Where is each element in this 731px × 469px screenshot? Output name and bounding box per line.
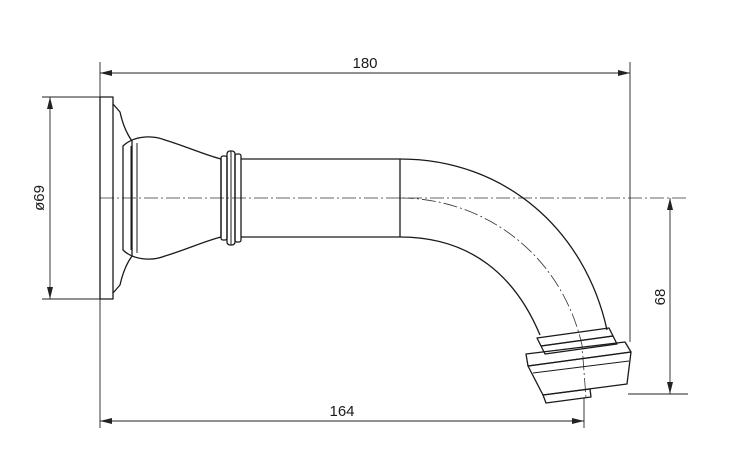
flange-cone: [112, 103, 133, 294]
outlet-nozzle: [525, 327, 632, 404]
spout-tube: [241, 158, 401, 238]
arrowhead-bottom-69: [47, 287, 53, 299]
arrowhead-left-164: [100, 418, 112, 424]
nozzle-tip: [542, 388, 592, 404]
nozzle-body: [527, 351, 632, 396]
center-lines: [100, 197, 688, 399]
spout-outer-curve: [399, 158, 608, 331]
dimension-projection-length: 164: [99, 299, 585, 428]
dimension-label-180: 180: [352, 55, 377, 72]
curved-spout: [399, 158, 608, 336]
arrowhead-right: [618, 70, 630, 76]
flange-plate: [99, 96, 114, 300]
dimension-label-69: ø69: [31, 185, 48, 211]
bend-centerline: [399, 197, 587, 399]
arrowhead-top-68: [667, 198, 673, 210]
dimension-label-68: 68: [652, 289, 669, 306]
nozzle-body-line: [532, 360, 630, 374]
dimension-flange-diameter: ø69: [31, 96, 100, 300]
ring-bands: [220, 150, 242, 246]
spout-inner-curve: [399, 236, 541, 336]
arrowhead-left: [100, 70, 112, 76]
dimension-label-164: 164: [329, 403, 354, 420]
arrowhead-bottom-68: [667, 382, 673, 394]
dimension-drop-height: 68: [628, 198, 688, 395]
ring-band-3: [234, 153, 242, 243]
dimension-overall-length: 180: [99, 55, 631, 342]
arrowhead-top-69: [47, 97, 53, 109]
arrowhead-right-164: [572, 418, 584, 424]
wall-flange: [99, 96, 133, 300]
